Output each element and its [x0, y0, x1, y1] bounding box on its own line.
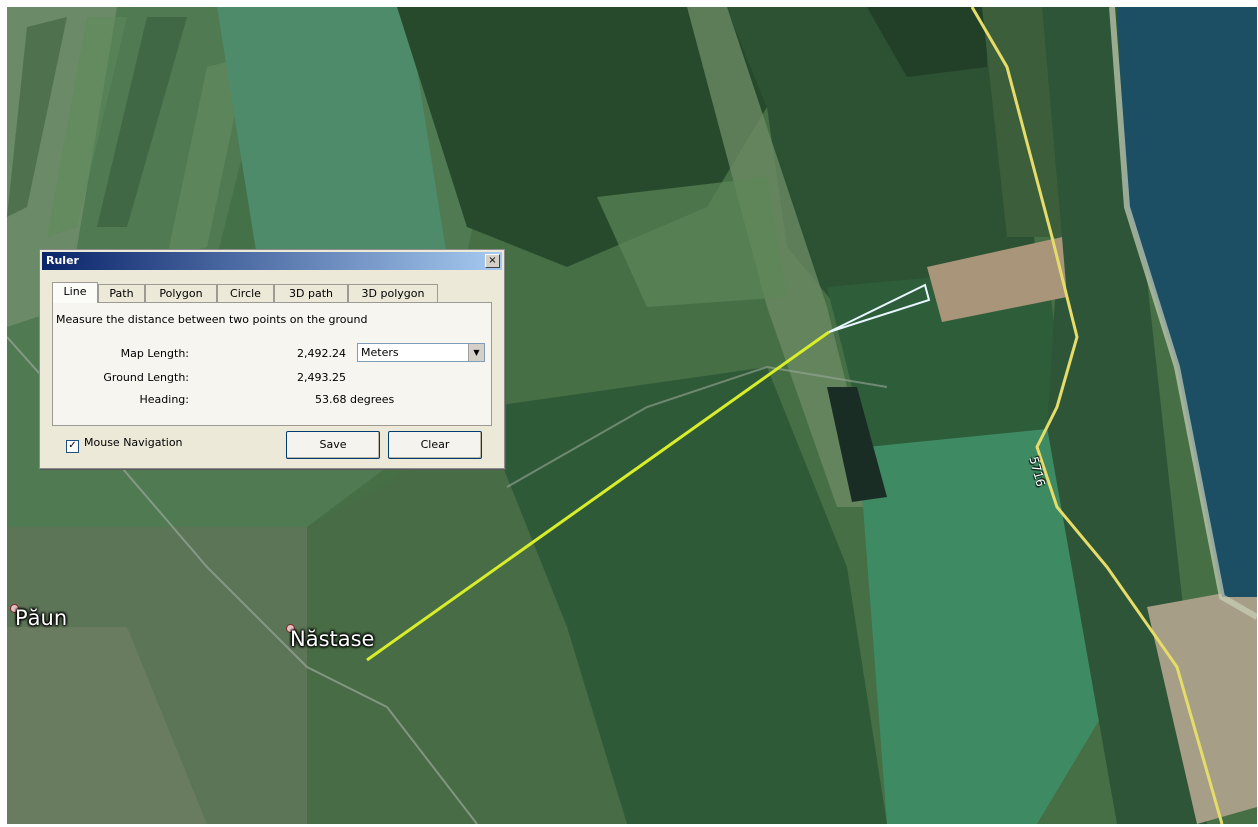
unit-select-value: Meters: [361, 346, 399, 359]
dialog-title: Ruler: [46, 254, 79, 267]
road-main: [970, 7, 1224, 824]
place-label-nastase: Năstase: [290, 627, 375, 651]
heading-label: Heading:: [139, 393, 189, 406]
save-button[interactable]: Save: [286, 431, 380, 459]
clear-button[interactable]: Clear: [388, 431, 482, 459]
bare-field-south: [1147, 587, 1257, 824]
forest-mid: [727, 7, 1037, 307]
checkbox-icon[interactable]: ✓: [66, 440, 79, 453]
ruler-dialog: Ruler × Line Path Polygon Circle 3D path…: [39, 249, 505, 469]
ground-length-value: 2,493.25: [297, 371, 346, 384]
heading-indicator: [828, 283, 931, 333]
village-area: [307, 427, 627, 824]
tab-3d-polygon[interactable]: 3D polygon: [348, 284, 438, 302]
tab-path[interactable]: Path: [98, 284, 145, 302]
tab-line[interactable]: Line: [52, 282, 98, 303]
ground-length-label: Ground Length:: [103, 371, 189, 384]
tab-circle[interactable]: Circle: [217, 284, 274, 302]
place-marker-icon: [10, 604, 19, 613]
satellite-map[interactable]: Păun Năstase 5716: [7, 7, 1257, 824]
dirt-strip: [687, 7, 877, 507]
mouse-navigation-label: Mouse Navigation: [84, 436, 183, 449]
tab-polygon[interactable]: Polygon: [145, 284, 217, 302]
sea: [1117, 7, 1257, 597]
dialog-titlebar[interactable]: Ruler ×: [42, 252, 502, 270]
close-icon[interactable]: ×: [485, 254, 500, 268]
lake: [827, 387, 887, 502]
place-label-paun: Păun: [15, 606, 68, 630]
field-light: [217, 7, 447, 307]
mouse-navigation-checkbox[interactable]: ✓ Mouse Navigation: [66, 436, 183, 453]
map-imagery: [7, 7, 1257, 824]
ruler-description: Measure the distance between two points …: [56, 313, 368, 326]
measure-line: [366, 330, 830, 662]
heading-value: 53.68 degrees: [315, 393, 395, 406]
map-length-value: 2,492.24: [297, 347, 346, 360]
chevron-down-icon[interactable]: ▼: [468, 344, 484, 361]
field-bright: [857, 427, 1107, 824]
unit-select[interactable]: Meters ▼: [357, 343, 485, 362]
ruler-panel-line: Measure the distance between two points …: [52, 302, 492, 426]
map-length-label: Map Length:: [120, 347, 189, 360]
place-marker-icon: [286, 624, 295, 633]
beach: [1109, 7, 1257, 620]
tab-3d-path[interactable]: 3D path: [274, 284, 348, 302]
bare-field: [927, 237, 1067, 322]
